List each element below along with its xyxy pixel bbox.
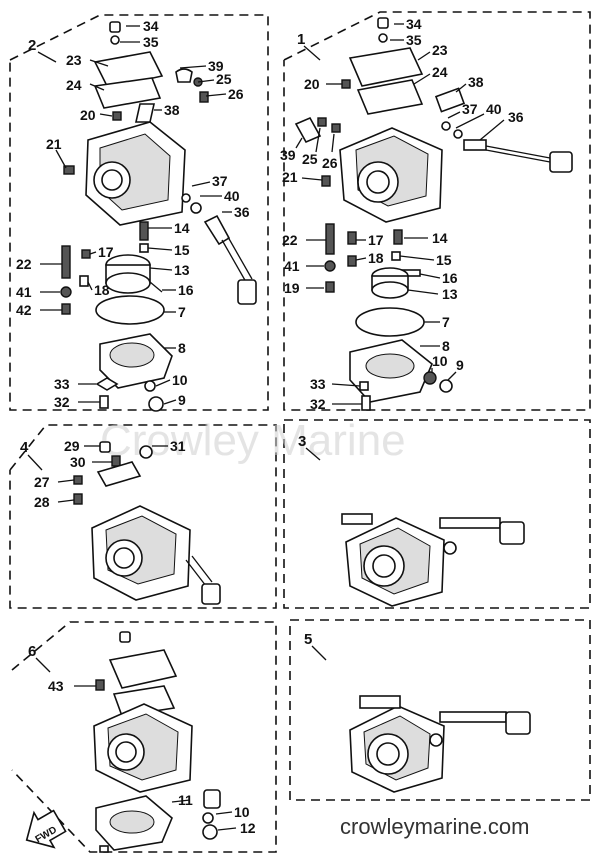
callout-p2-34: 34 — [143, 18, 159, 34]
callout-p1-16: 16 — [442, 270, 458, 286]
callout-p2-38: 38 — [164, 102, 180, 118]
callout-p1-19: 19 — [284, 280, 300, 296]
callout-p1-40: 40 — [486, 101, 502, 117]
panel-number-6: 6 — [28, 643, 36, 660]
panel-1-parts — [294, 17, 573, 411]
callout-p2-33: 33 — [54, 376, 70, 392]
callout-p2-16: 16 — [178, 282, 194, 298]
callout-p1-20: 20 — [304, 76, 320, 92]
callout-p1-23: 23 — [432, 42, 448, 58]
callout-p6-10: 10 — [234, 804, 250, 820]
callout-p1-38: 38 — [468, 74, 484, 90]
callout-p6-12: 12 — [240, 820, 256, 836]
footer-site-text: crowleymarine.com — [340, 814, 530, 839]
panel-4-parts — [73, 441, 221, 605]
callout-p1-14: 14 — [432, 230, 448, 246]
callout-p1-39: 39 — [280, 147, 296, 163]
panel-4-callouts: 29 31 30 27 28 — [34, 438, 186, 510]
callout-p2-26: 26 — [228, 86, 244, 102]
callout-p2-21: 21 — [46, 136, 62, 152]
watermark-text: Crowley Marine — [100, 416, 406, 465]
panel-number-3: 3 — [298, 433, 306, 450]
callout-p2-18: 18 — [94, 282, 110, 298]
callout-p1-33: 33 — [310, 376, 326, 392]
callout-p4-27: 27 — [34, 474, 50, 490]
callout-p2-35: 35 — [143, 34, 159, 50]
callout-p2-13: 13 — [174, 262, 190, 278]
callout-p1-18: 18 — [368, 250, 384, 266]
callout-p2-10: 10 — [172, 372, 188, 388]
callout-p2-23: 23 — [66, 52, 82, 68]
panel-4-leaders — [57, 445, 168, 503]
panel-number-5: 5 — [304, 631, 312, 648]
callout-p2-8: 8 — [178, 340, 186, 356]
panel-number-4: 4 — [20, 439, 29, 456]
callout-p2-37: 37 — [212, 173, 228, 189]
panel-borders — [9, 11, 591, 853]
callout-p2-25: 25 — [216, 71, 232, 87]
callout-p6-11: 11 — [178, 792, 193, 808]
callout-p2-22: 22 — [16, 256, 32, 272]
panel-1-leaders — [295, 23, 505, 405]
callout-p2-7: 7 — [178, 304, 186, 320]
callout-p1-41: 41 — [284, 258, 300, 274]
callout-p1-24: 24 — [432, 64, 448, 80]
callout-p2-39: 39 — [208, 58, 224, 74]
callout-p2-9: 9 — [178, 392, 186, 408]
callout-p1-25: 25 — [302, 151, 318, 167]
panel-number-2: 2 — [28, 37, 36, 54]
callout-p2-40: 40 — [224, 188, 240, 204]
callout-p1-9: 9 — [456, 357, 464, 373]
callout-p2-42: 42 — [16, 302, 32, 318]
callout-p6-43: 43 — [48, 678, 64, 694]
callout-p1-8: 8 — [442, 338, 450, 354]
panel-1-callouts: 34 35 23 20 24 38 37 40 36 39 25 26 21 2… — [280, 16, 524, 412]
callout-p1-22: 22 — [282, 232, 298, 248]
callout-p2-36: 36 — [234, 204, 250, 220]
panel-6-parts — [93, 631, 221, 853]
callout-p1-7: 7 — [442, 314, 450, 330]
callout-p2-17: 17 — [98, 244, 114, 260]
callout-p4-29: 29 — [64, 438, 80, 454]
callout-p2-15: 15 — [174, 242, 190, 258]
callout-p1-15: 15 — [436, 252, 452, 268]
callout-p1-10: 10 — [432, 353, 448, 369]
callout-p2-41: 41 — [16, 284, 32, 300]
callout-p1-37: 37 — [462, 101, 478, 117]
callout-p1-21: 21 — [282, 169, 298, 185]
callout-p1-13: 13 — [442, 286, 458, 302]
fwd-arrow: FWD — [25, 809, 67, 849]
callout-p2-20: 20 — [80, 107, 96, 123]
panel-6-callouts: 43 11 10 12 — [48, 678, 256, 836]
panel-2-leaders — [40, 25, 232, 405]
callout-p1-32: 32 — [310, 396, 326, 412]
callout-p1-26: 26 — [322, 155, 338, 171]
callout-p4-31: 31 — [170, 438, 186, 454]
panel-number-1: 1 — [297, 31, 305, 48]
callout-p1-36: 36 — [508, 109, 524, 125]
callout-p2-24: 24 — [66, 77, 82, 93]
panel-3-parts — [341, 513, 525, 607]
panel-6-leaders — [74, 685, 237, 831]
panel-5-parts — [349, 695, 531, 793]
callout-p1-17: 17 — [368, 232, 384, 248]
panel-2-parts — [60, 21, 257, 412]
panel-2-callouts: 34 35 23 39 24 25 26 20 38 21 37 40 36 1… — [16, 18, 250, 410]
callout-p2-14: 14 — [174, 220, 190, 236]
callout-p4-28: 28 — [34, 494, 50, 510]
callout-p2-32: 32 — [54, 394, 70, 410]
callout-p1-34: 34 — [406, 16, 422, 32]
callout-p4-30: 30 — [70, 454, 86, 470]
callout-p1-35: 35 — [406, 32, 422, 48]
